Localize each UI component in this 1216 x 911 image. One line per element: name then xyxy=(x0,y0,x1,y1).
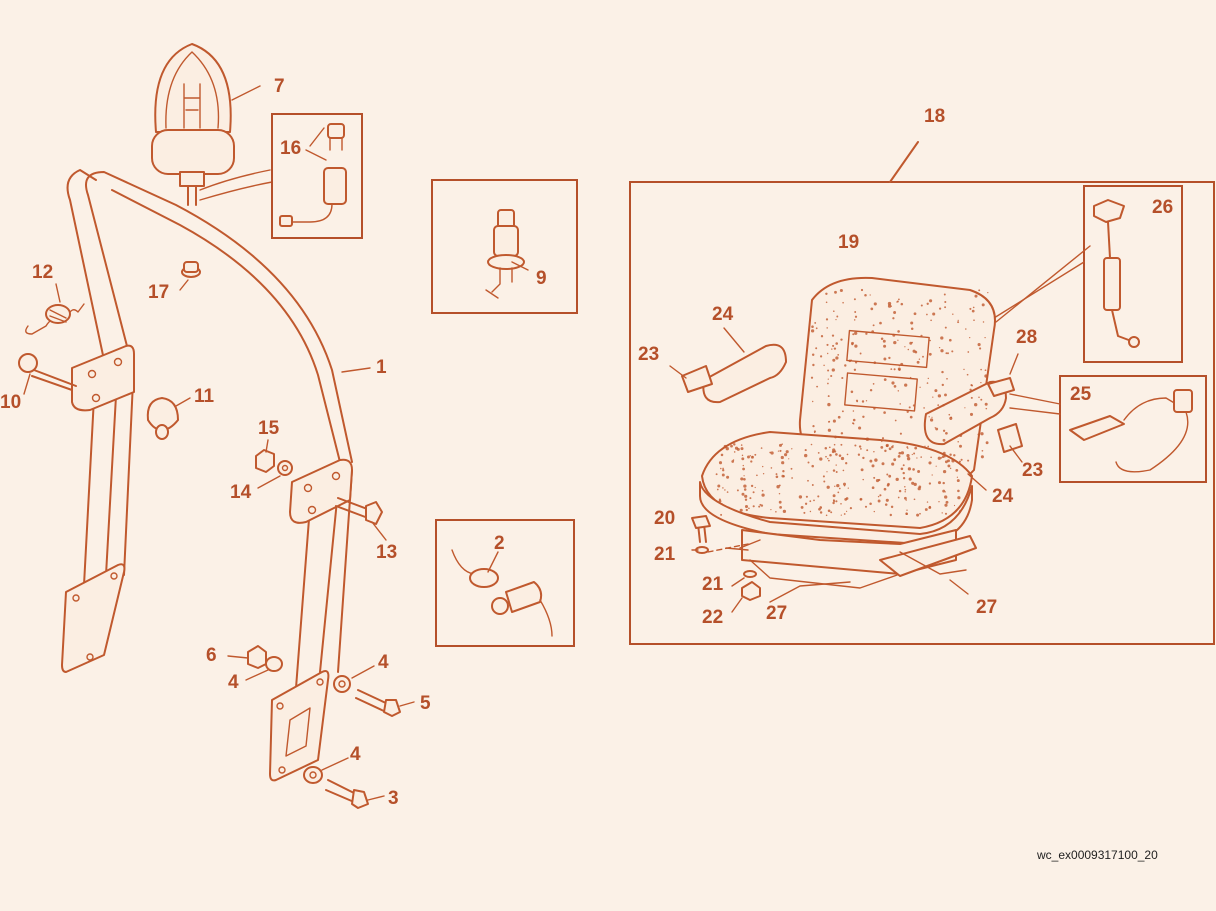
bolt-13 xyxy=(335,497,383,525)
callout-11: 11 xyxy=(194,386,215,407)
bulb-socket-inset xyxy=(271,113,363,239)
callout-27b: 27 xyxy=(976,597,997,618)
nut-and-washer xyxy=(255,449,293,476)
leader-lines xyxy=(23,85,529,801)
knob xyxy=(146,397,179,440)
callout-12: 12 xyxy=(32,262,53,283)
callout-labels: 7 16 17 12 10 11 1 15 14 13 6 4 4 5 4 3 … xyxy=(0,76,1173,809)
callout-21a: 21 xyxy=(654,544,676,565)
callout-20: 20 xyxy=(654,508,675,529)
bolt-5 xyxy=(333,675,401,717)
switch-inset xyxy=(431,179,578,314)
callout-21b: 21 xyxy=(702,574,724,595)
nut-6 xyxy=(247,645,283,672)
callout-4b: 4 xyxy=(378,652,389,673)
callout-4a: 4 xyxy=(228,672,239,693)
callout-10: 10 xyxy=(0,392,21,413)
spring xyxy=(25,303,85,335)
callout-4c: 4 xyxy=(350,744,361,765)
grommet xyxy=(181,261,201,278)
callout-23b: 23 xyxy=(1022,460,1043,481)
beacon-lamp xyxy=(151,43,273,206)
callout-6: 6 xyxy=(206,645,217,666)
connector-inset xyxy=(435,519,575,647)
callout-24a: 24 xyxy=(712,304,734,325)
roll-bar xyxy=(61,169,353,782)
callout-18: 18 xyxy=(924,106,945,127)
callout-15: 15 xyxy=(258,418,280,439)
callout-26: 26 xyxy=(1152,197,1173,218)
seat-fabric-texture xyxy=(715,288,989,517)
bolt-3 xyxy=(303,766,369,809)
callout-25: 25 xyxy=(1070,384,1092,405)
callout-22: 22 xyxy=(702,607,723,628)
callout-5: 5 xyxy=(420,693,431,714)
seat-assembly-inset xyxy=(629,141,1215,645)
pin xyxy=(18,353,77,391)
callout-28: 28 xyxy=(1016,327,1037,348)
callout-19: 19 xyxy=(838,232,859,253)
callout-24b: 24 xyxy=(992,486,1014,507)
callout-17: 17 xyxy=(148,282,169,303)
callout-1: 1 xyxy=(376,357,387,378)
callout-9: 9 xyxy=(536,268,547,289)
drawing-reference-code: wc_ex0009317100_20 xyxy=(1036,848,1158,862)
callout-27a: 27 xyxy=(766,603,787,624)
callout-3: 3 xyxy=(388,788,399,809)
callout-13: 13 xyxy=(376,542,397,563)
callout-14: 14 xyxy=(230,482,252,503)
callout-23a: 23 xyxy=(638,344,659,365)
callout-7: 7 xyxy=(274,76,285,97)
callout-16: 16 xyxy=(280,138,301,159)
callout-2: 2 xyxy=(494,533,505,554)
